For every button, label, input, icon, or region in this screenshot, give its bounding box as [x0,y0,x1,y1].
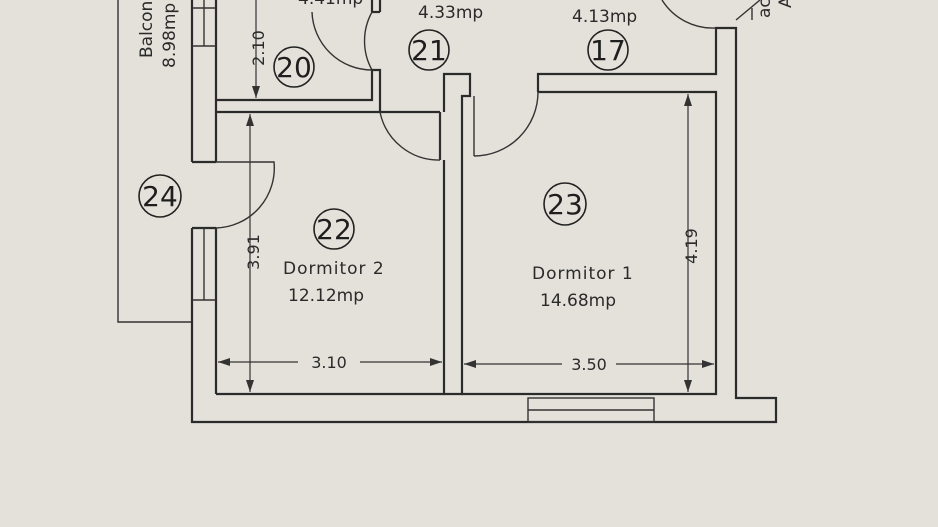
room-23-marker: 23 [543,182,587,226]
corner-text-1: ac [755,0,775,18]
dim-r22-width [218,358,442,366]
door-arc-23 [473,91,539,157]
room-22-name: Dormitor 2 [283,259,385,279]
dim-r22-height-label: 3.91 [244,234,263,270]
room-20-area: 4.41mp [298,0,363,9]
dim-r23-width [464,360,714,368]
dim-r20-height-label: 2.10 [249,30,268,66]
door-arc-20 [363,11,373,71]
door-arc-17 [661,0,717,29]
room-17-area: 4.13mp [572,7,637,27]
dim-r23-width-label: 3.50 [571,355,607,374]
room-21-area: 4.33mp [418,3,483,23]
window-bottom [527,397,655,423]
room-20-bottom-wall [216,68,382,114]
balcony-outline [117,0,192,323]
room-23-name: Dormitor 1 [532,264,634,284]
room-21-marker: 21 [408,29,450,71]
door-arc-24 [215,161,276,229]
room-17-marker: 17 [587,29,629,71]
dim-r20-height [252,0,260,98]
window-left-bottom [192,228,216,301]
dim-r22-height [246,114,254,392]
room-22-area: 12.12mp [288,286,364,306]
center-wall-main [442,72,472,396]
room-22-marker: 22 [313,208,355,250]
room-23-top-wall [190,26,778,424]
room-23-area: 14.68mp [540,291,616,311]
room-24-name: Balcon [137,1,157,58]
door-swing-21 [311,11,373,71]
dim-r22-width-label: 3.10 [311,353,347,372]
room-22-number: 22 [316,213,352,246]
room-24-number: 24 [142,180,178,213]
dim-r23-height [684,94,692,392]
room-23-inner-wall [462,90,718,396]
room-20-marker: 20 [273,46,315,88]
stair-arrow [735,0,761,21]
room-24-marker: 24 [138,174,182,218]
room-20-number: 20 [276,51,312,84]
room-21-number: 21 [411,34,447,67]
window-left-top [192,0,216,47]
door-arc-22 [379,111,441,161]
corner-text-2: A [776,0,796,8]
room-17-number: 17 [590,34,626,67]
dim-r23-height-label: 4.19 [682,228,701,264]
room-24-area: 8.98mp [160,3,180,68]
room-23-number: 23 [547,188,583,221]
